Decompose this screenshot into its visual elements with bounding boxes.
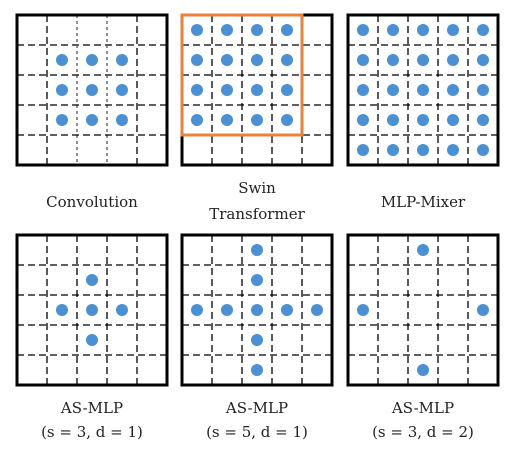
token-dot <box>221 304 233 316</box>
token-dot <box>417 244 429 256</box>
panel-border <box>180 233 334 387</box>
panel-caption: Swin <box>238 179 276 197</box>
token-dot <box>116 84 128 96</box>
panel-caption: (s = 3, d = 1) <box>41 423 143 441</box>
panel-caption: AS-MLP <box>225 399 288 417</box>
token-dot <box>86 54 98 66</box>
panel-convolution: Convolution <box>15 13 169 211</box>
token-dot <box>477 24 489 36</box>
token-dot <box>191 84 203 96</box>
token-dot <box>417 364 429 376</box>
token-dot <box>357 24 369 36</box>
token-dot <box>417 144 429 156</box>
token-dot <box>56 304 68 316</box>
token-dot <box>86 114 98 126</box>
panel-border <box>15 233 169 387</box>
panel-as-mlp-s3-d2: AS-MLP (s = 3, d = 2) <box>346 233 500 441</box>
token-dot <box>86 334 98 346</box>
token-dot <box>357 114 369 126</box>
token-dot <box>251 54 263 66</box>
token-dot <box>86 304 98 316</box>
token-dot <box>86 274 98 286</box>
panel-as-mlp-s3-d1: AS-MLP (s = 3, d = 1) <box>15 233 169 441</box>
token-dot <box>191 54 203 66</box>
token-dot <box>56 54 68 66</box>
token-dot <box>221 24 233 36</box>
panel-caption: AS-MLP <box>60 399 123 417</box>
token-dot <box>417 114 429 126</box>
token-dot <box>191 114 203 126</box>
token-dot <box>191 304 203 316</box>
token-dot <box>357 144 369 156</box>
token-dot <box>251 24 263 36</box>
token-dot <box>221 114 233 126</box>
panel-as-mlp-s5-d1: AS-MLP (s = 5, d = 1) <box>180 233 334 441</box>
token-dot <box>417 24 429 36</box>
token-dot <box>251 364 263 376</box>
token-dot <box>477 54 489 66</box>
token-dot <box>281 304 293 316</box>
panel-caption: (s = 3, d = 2) <box>372 423 474 441</box>
token-dot <box>281 114 293 126</box>
token-dot <box>357 84 369 96</box>
token-dot <box>86 84 98 96</box>
token-dot <box>447 114 459 126</box>
token-dot <box>116 304 128 316</box>
token-dot <box>447 144 459 156</box>
token-dot <box>281 54 293 66</box>
token-dot <box>221 84 233 96</box>
token-dot <box>387 54 399 66</box>
token-dot <box>251 274 263 286</box>
token-dot <box>447 54 459 66</box>
token-dot <box>387 144 399 156</box>
token-dot <box>251 304 263 316</box>
panel-border <box>346 233 500 387</box>
token-dot <box>311 304 323 316</box>
token-dot <box>281 24 293 36</box>
token-dot <box>477 114 489 126</box>
window-highlight <box>180 13 304 137</box>
token-dot <box>116 114 128 126</box>
token-dot <box>251 84 263 96</box>
panel-border <box>15 13 169 167</box>
token-dot <box>417 84 429 96</box>
token-dot <box>477 304 489 316</box>
token-dot <box>116 54 128 66</box>
token-dot <box>251 114 263 126</box>
token-dot <box>477 144 489 156</box>
token-dot <box>251 244 263 256</box>
token-dot <box>56 114 68 126</box>
token-dot <box>387 24 399 36</box>
token-dot <box>357 54 369 66</box>
token-dot <box>387 84 399 96</box>
panels-layer: ConvolutionSwinTransformerMLP-MixerAS-ML… <box>15 13 500 441</box>
panel-caption: Convolution <box>46 193 138 211</box>
token-dot <box>417 54 429 66</box>
panel-caption: MLP-Mixer <box>381 193 466 211</box>
panel-caption: Transformer <box>209 205 305 223</box>
token-dot <box>221 54 233 66</box>
panel-border <box>346 13 500 167</box>
token-dot <box>477 84 489 96</box>
token-dot <box>447 24 459 36</box>
panel-caption: (s = 5, d = 1) <box>206 423 308 441</box>
token-dot <box>357 304 369 316</box>
token-dot <box>56 84 68 96</box>
token-dot <box>251 334 263 346</box>
token-dot <box>387 114 399 126</box>
token-dot <box>281 84 293 96</box>
token-dot <box>191 24 203 36</box>
panel-caption: AS-MLP <box>391 399 454 417</box>
panel-mlp-mixer: MLP-Mixer <box>346 13 500 211</box>
token-dot <box>447 84 459 96</box>
